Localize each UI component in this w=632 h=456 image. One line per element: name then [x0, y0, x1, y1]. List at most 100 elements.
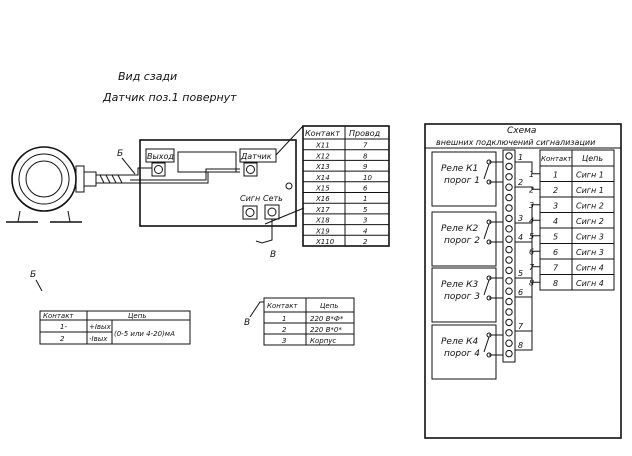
relay-name: Реле К4 [441, 337, 479, 347]
table-v-circuit: 220 В*0* [310, 326, 342, 334]
strip-terminal-number: 7 [518, 322, 524, 331]
wire-table-contact: X11 [315, 142, 330, 150]
relay-1: Реле К1 порог 1 [431, 151, 503, 207]
schema-table-header-contact: Контакт [541, 155, 572, 163]
strip-terminal-number: 2 [518, 178, 523, 187]
schema-table-contact: 7 [553, 264, 559, 273]
schema-table-contact: 4 [553, 217, 558, 226]
output-label: Выход [147, 152, 174, 161]
schema-subtitle: внешних подключений сигнализации [436, 138, 595, 147]
wire-table-contact: X15 [315, 185, 330, 193]
strip-terminal-number: 5 [518, 269, 523, 278]
wire-table-contact: X19 [315, 227, 330, 235]
relay-threshold: порог 4 [444, 349, 480, 359]
wire-table-contact: X12 [315, 152, 330, 160]
device-body: Выход Датчик Сигн Сеть [139, 139, 297, 227]
relay-3: Реле К3 порог 3 [431, 267, 503, 323]
schema-table-contact: 8 [553, 279, 558, 288]
table-v-contact: 2 [282, 326, 287, 334]
relay-name: Реле К1 [441, 164, 478, 174]
strip-terminal-number: 3 [518, 214, 523, 223]
caption-line2: Датчик поз.1 повернут [102, 91, 237, 104]
table-v-marker: В [244, 318, 250, 328]
wire-table-wire: 6 [363, 185, 368, 193]
wire-table-contact: X14 [315, 174, 330, 182]
terminal-number: 1 [529, 170, 534, 179]
schema-table-contact: 6 [553, 248, 558, 257]
wire-table-contact: X18 [315, 217, 330, 225]
table-b-row2-contact: 2 [60, 335, 65, 343]
terminal-number: 6 [529, 247, 534, 256]
sensor-label: Датчик [240, 152, 272, 161]
wire-table-wire: 2 [363, 238, 368, 246]
caption-line1: Вид сзади [118, 70, 177, 83]
schema-table-contact: 3 [553, 202, 558, 211]
terminal-number: 4 [529, 216, 534, 225]
marker-b: Б [117, 149, 123, 159]
relay-threshold: порог 1 [444, 176, 480, 186]
table-b: Б Контакт Цепь 1- +Iвых 2 -Iвых (0-5 или… [30, 270, 191, 345]
wire-table-contact: X110 [315, 238, 335, 246]
wire-table-contact: X16 [315, 195, 330, 203]
schema-table-contact: 5 [553, 233, 558, 242]
table-b-range-note: (0-5 или 4-20)мА [114, 330, 175, 338]
wire-table-wire: 5 [363, 206, 368, 214]
schema-table-circuit: Сигн 3 [576, 233, 604, 242]
terminal-number: 8 [529, 278, 534, 287]
schema-table-circuit: Сигн 3 [576, 248, 604, 257]
terminal-number: 3 [529, 201, 534, 210]
wire-table-wire: 7 [363, 142, 368, 150]
strip-terminal-number: 4 [518, 233, 523, 242]
table-b-header-contact: Контакт [43, 312, 74, 320]
table-v-header-contact: Контакт [267, 302, 298, 310]
schema-table-header-circuit: Цепь [582, 154, 603, 163]
terminal-number: 2 [529, 185, 534, 194]
wire-table-wire: 3 [363, 217, 367, 225]
schema-table-contact: 1 [553, 171, 558, 180]
strip-terminal-number: 6 [518, 288, 523, 297]
schema-table-circuit: Сигн 1 [576, 186, 604, 195]
table-b-header-circuit: Цепь [128, 312, 146, 320]
schema-table-circuit: Сигн 4 [576, 279, 604, 288]
schema-title: Схема [507, 126, 536, 136]
wire-table-header-wire: Провод [349, 129, 381, 138]
terminal-number: 7 [529, 263, 535, 272]
terminal-number: 5 [529, 232, 534, 241]
signalling-schema: Схема внешних подключений сигнализации Р… [424, 123, 622, 439]
table-b-row1-circuit: +Iвых [89, 323, 112, 331]
table-v-circuit: Корпус [310, 337, 336, 345]
marker-v: В [270, 250, 276, 260]
power-label: Сеть [263, 194, 283, 203]
relay-4: Реле К4 порог 4 [431, 324, 503, 380]
wire-table-wire: 1 [363, 195, 367, 203]
wire-table-wire: 9 [363, 163, 368, 171]
relay-2: Реле К2 порог 2 [431, 211, 503, 267]
table-b-row1-contact: 1- [60, 323, 67, 331]
schema-table-circuit: Сигн 2 [576, 217, 604, 226]
wire-table-wire: 4 [363, 227, 367, 235]
table-v-circuit: 220 В*Ф* [310, 315, 344, 323]
strip-terminal-number: 8 [518, 341, 523, 350]
schema-table-circuit: Сигн 4 [576, 264, 604, 273]
wire-table-wire: 8 [363, 152, 368, 160]
schema-table-circuit: Сигн 1 [576, 171, 604, 180]
strip-terminal-number: 1 [518, 153, 523, 162]
schema-table-circuit: Сигн 2 [576, 202, 604, 211]
relay-name: Реле К3 [441, 280, 479, 290]
signal-label: Сигн [240, 194, 260, 203]
relay-threshold: порог 3 [444, 292, 480, 302]
table-v-contact: 3 [282, 337, 286, 345]
table-b-marker: Б [30, 270, 36, 280]
table-v-header-circuit: Цепь [320, 302, 338, 310]
wire-table-contact: X17 [315, 206, 330, 214]
sensor-flange [6, 146, 130, 223]
wire-table-header-contact: Контакт [305, 129, 340, 138]
relay-threshold: порог 2 [444, 236, 480, 246]
relay-name: Реле К2 [441, 224, 479, 234]
wire-table-wire: 10 [363, 174, 372, 182]
table-b-row2-circuit: -Iвых [89, 335, 108, 343]
